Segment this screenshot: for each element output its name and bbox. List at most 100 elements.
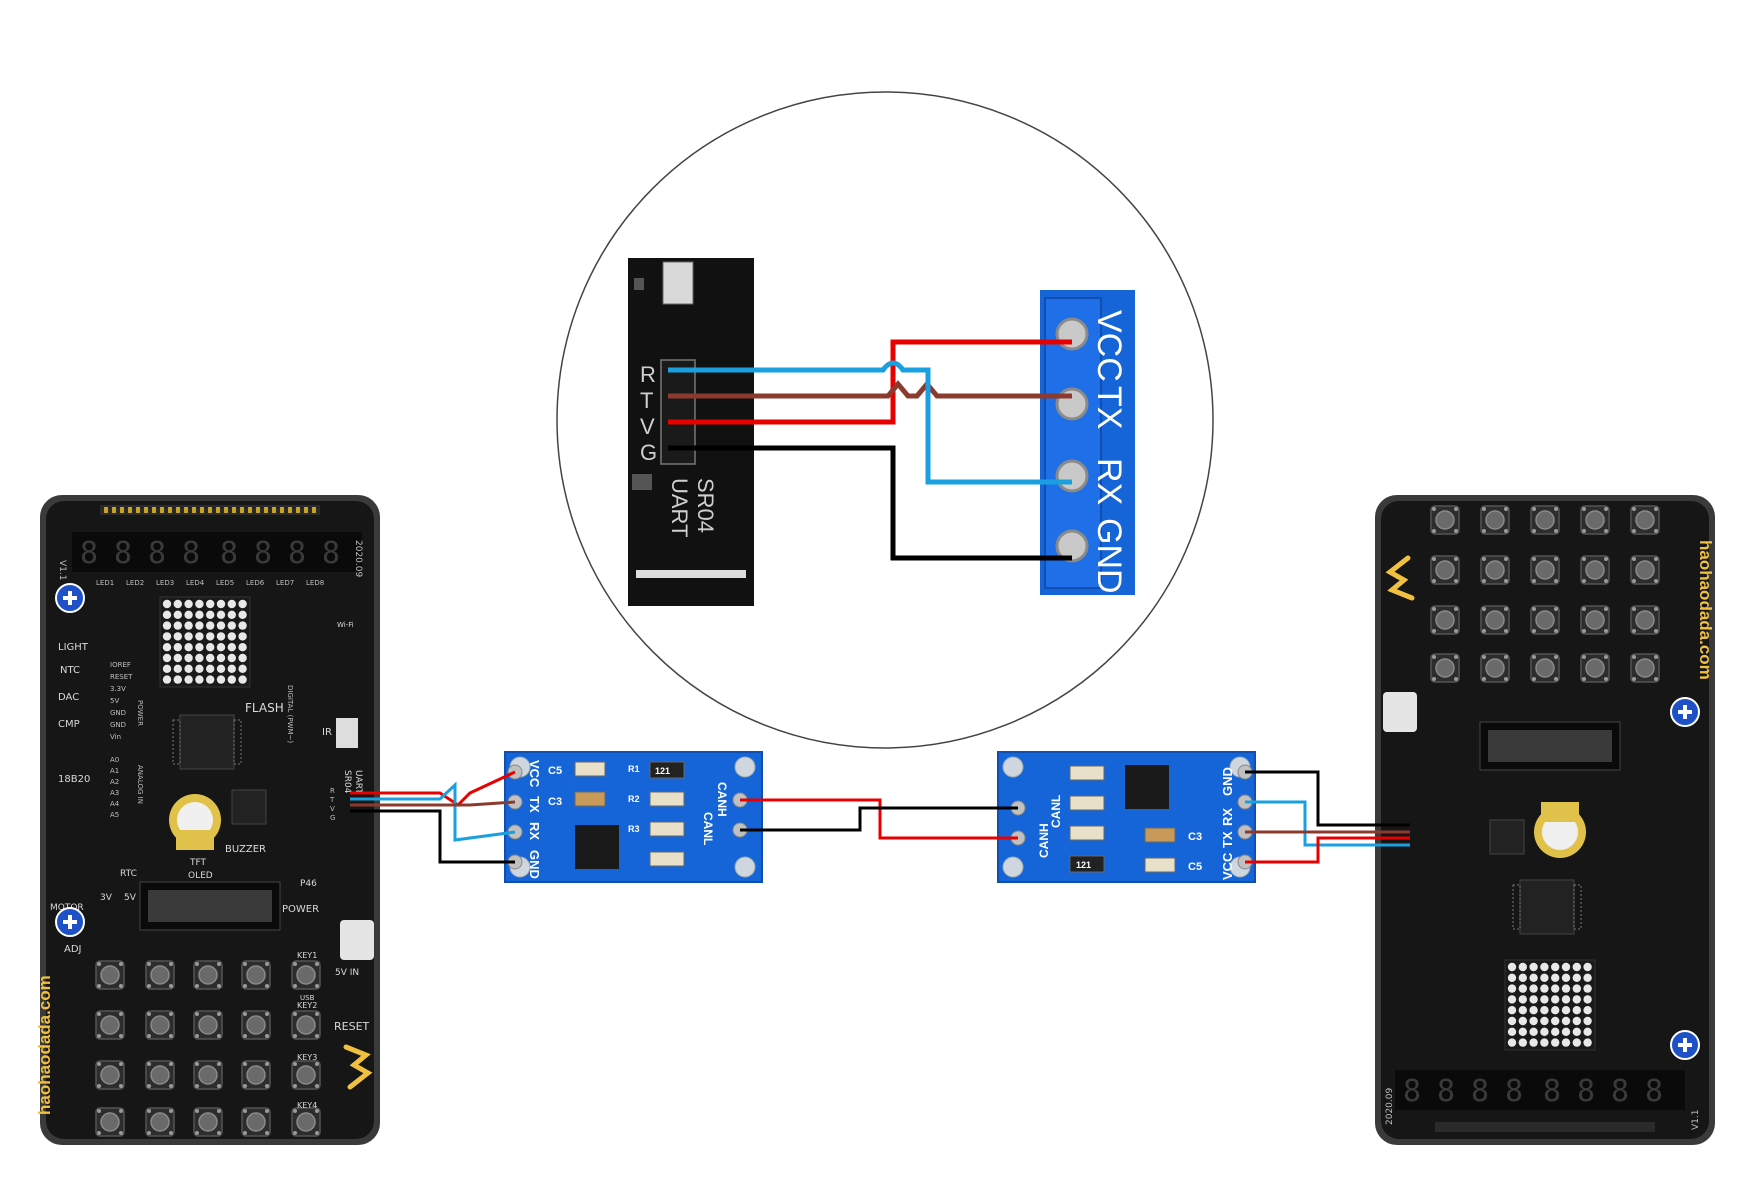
matrix-led-dot <box>195 599 204 609</box>
matrix-led-dot <box>1518 984 1528 993</box>
matrix-led-dot <box>1572 984 1582 993</box>
right-usb-c-port <box>1383 692 1417 732</box>
svg-text:A0: A0 <box>110 756 119 764</box>
left-uart-label: UART <box>353 770 363 794</box>
matrix-led-dot <box>206 610 215 619</box>
svg-text:LED6: LED6 <box>246 579 265 587</box>
svg-text:A5: A5 <box>110 811 119 819</box>
matrix-led-dot <box>162 599 172 609</box>
matrix-led-dot <box>195 653 204 663</box>
matrix-led-dot <box>1572 1027 1582 1037</box>
matrix-led-dot <box>1551 1027 1560 1037</box>
svg-text:LED4: LED4 <box>186 579 205 587</box>
svg-text:C5: C5 <box>1188 861 1202 873</box>
left-cmp-label: CMP <box>58 719 80 730</box>
matrix-led-dot <box>184 675 193 684</box>
left-3v-label: 3V <box>100 893 113 903</box>
can-left-cap-c5 <box>574 761 606 777</box>
can-left-pin-labels: VCC TX RX GND CANH CANL <box>527 760 729 879</box>
svg-text:CANH: CANH <box>1037 823 1051 858</box>
can-right-cap-c5 <box>1144 857 1176 873</box>
matrix-led-dot <box>1507 1006 1517 1015</box>
left-dev-board: V1.1 2020.09 LED1 LED2 LED3 LED4 LED5 LE… <box>35 495 380 1145</box>
matrix-led-dot <box>216 643 226 652</box>
inset-wires <box>668 339 1072 561</box>
matrix-led-dot <box>184 664 193 673</box>
matrix-led-dot <box>216 632 226 641</box>
svg-text:A4: A4 <box>110 800 120 808</box>
right-mcu-chip <box>1512 879 1582 935</box>
inset-board-pin-labels: R T V G <box>640 362 657 465</box>
matrix-led-dot <box>1540 1027 1549 1037</box>
matrix-led-dot <box>1561 995 1571 1004</box>
matrix-led-dot <box>238 664 247 673</box>
matrix-led-dot <box>1551 973 1560 982</box>
matrix-led-dot <box>1518 1038 1528 1047</box>
matrix-led-dot <box>1507 962 1517 972</box>
matrix-led-dot <box>227 643 236 652</box>
svg-text:GND: GND <box>110 709 126 717</box>
svg-text:RX: RX <box>1220 808 1235 826</box>
matrix-led-dot <box>1583 973 1592 982</box>
svg-text:T: T <box>329 796 335 804</box>
matrix-led-dot <box>162 653 172 663</box>
matrix-led-dot <box>1540 1038 1549 1047</box>
matrix-led-dot <box>1583 995 1592 1004</box>
can-right-cap-c3 <box>1144 827 1176 843</box>
matrix-led-dot <box>195 643 204 652</box>
svg-text:R1: R1 <box>628 764 640 774</box>
matrix-led-dot <box>162 621 172 630</box>
matrix-led-dot <box>238 632 247 641</box>
matrix-led-dot <box>184 643 193 652</box>
matrix-led-dot <box>1529 962 1538 972</box>
matrix-led-dot <box>1551 1016 1560 1026</box>
left-dac-label: DAC <box>58 692 79 703</box>
matrix-led-dot <box>1540 984 1549 993</box>
left-ntc-label: NTC <box>60 665 80 676</box>
left-led-labels: LED1 LED2 LED3 LED4 LED5 LED6 LED7 LED8 <box>96 579 324 587</box>
left-oled-label: OLED <box>188 871 213 881</box>
matrix-led-dot <box>1540 973 1549 982</box>
can-module-right: CANH CANL GND RX TX VCC C5 C3 121 <box>997 751 1256 883</box>
left-18b20-label: 18B20 <box>58 774 90 785</box>
matrix-led-dot <box>1551 1038 1560 1047</box>
matrix-led-dot <box>1507 1038 1517 1047</box>
matrix-led-dot <box>1583 1016 1592 1026</box>
matrix-led-dot <box>238 610 247 619</box>
matrix-led-dot <box>227 599 236 609</box>
left-sr04-label: SR04 <box>342 770 352 794</box>
svg-text:V: V <box>640 414 655 439</box>
svg-text:TX: TX <box>527 796 542 813</box>
left-seven-segment-display <box>72 532 362 572</box>
svg-text:TX: TX <box>1220 831 1235 848</box>
matrix-led-dot <box>1561 1016 1571 1026</box>
inset-module-pin-labels: VCC TX RX GND <box>1090 310 1128 594</box>
svg-text:GND: GND <box>1090 518 1128 594</box>
svg-text:RESET: RESET <box>110 673 133 681</box>
matrix-led-dot <box>1572 1016 1582 1026</box>
matrix-led-dot <box>1529 973 1538 982</box>
matrix-led-dot <box>173 599 182 609</box>
matrix-led-dot <box>1518 1006 1528 1015</box>
matrix-led-dot <box>1561 984 1571 993</box>
matrix-led-dot <box>184 599 193 609</box>
left-date-label: 2020.09 <box>353 540 363 577</box>
matrix-led-dot <box>1507 984 1517 993</box>
matrix-led-dot <box>1572 1006 1582 1015</box>
right-dev-board: haohaodada.com <box>1375 495 1715 1145</box>
svg-text:V: V <box>330 805 335 813</box>
matrix-led-dot <box>1529 1016 1538 1026</box>
svg-text:C3: C3 <box>548 796 562 808</box>
left-digital-section-label: DIGITAL (PWM~) <box>286 685 294 743</box>
right-buzzer-chip <box>1489 819 1525 855</box>
matrix-led-dot <box>195 610 204 619</box>
matrix-led-dot <box>238 599 247 609</box>
matrix-led-dot <box>206 675 215 684</box>
matrix-led-dot <box>195 632 204 641</box>
matrix-led-dot <box>1540 962 1549 972</box>
matrix-led-dot <box>1583 1038 1592 1047</box>
potentiometer-icon <box>55 583 85 613</box>
matrix-led-dot <box>1529 1006 1538 1015</box>
svg-text:IOREF: IOREF <box>110 661 131 669</box>
can-right-resistor-121 <box>1069 855 1105 873</box>
